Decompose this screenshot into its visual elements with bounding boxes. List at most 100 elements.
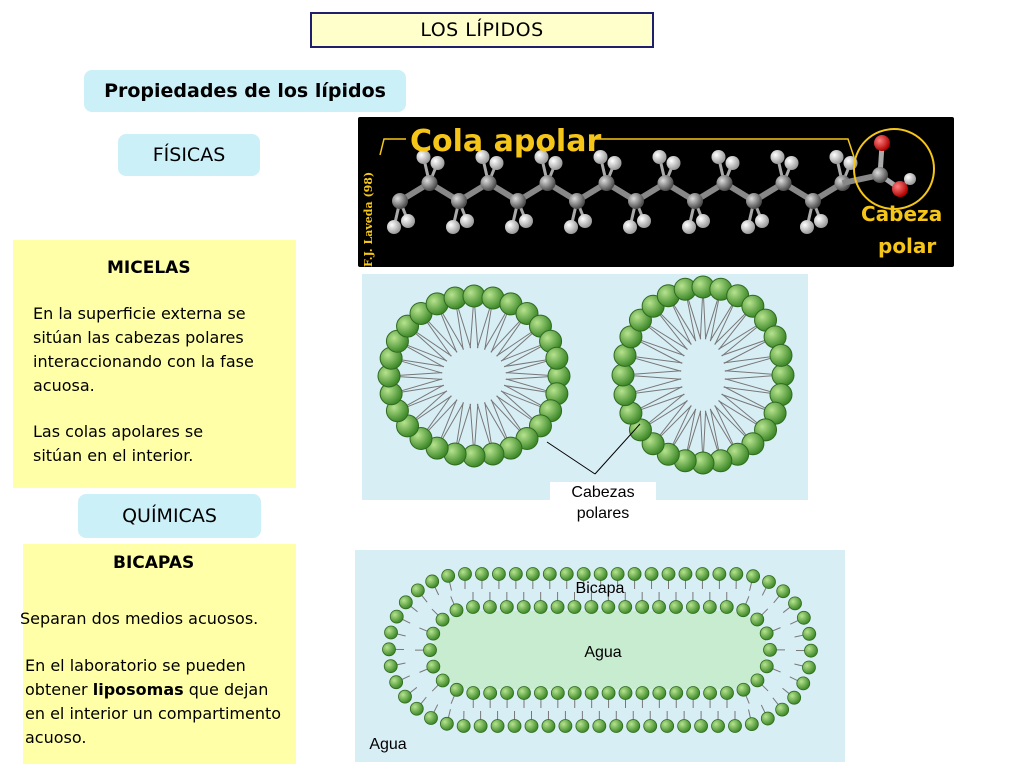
outer-polar-head — [383, 659, 398, 674]
hydrocarbon-chain — [387, 135, 916, 234]
oxygen-atom — [892, 181, 908, 197]
hydrogen-atom — [578, 214, 592, 228]
carbon-atom — [421, 175, 438, 191]
hydrogen-atom — [696, 214, 710, 228]
outer-polar-head — [678, 567, 693, 581]
outer-polar-head — [660, 719, 675, 733]
outer-polar-head — [609, 719, 624, 733]
fisicas-label-text: FÍSICAS — [152, 144, 226, 166]
carbon-atom — [451, 193, 467, 209]
quimicas-label: QUÍMICAS — [78, 494, 261, 538]
inner-polar-head — [750, 612, 765, 627]
bilayer-label: Bicapa — [575, 580, 625, 597]
tail-label: Cola apolar — [410, 124, 601, 159]
outer-polar-head — [456, 719, 471, 733]
micelle-figure — [362, 274, 808, 500]
hydrogen-atom — [534, 150, 549, 164]
hydrogen-atom — [607, 156, 622, 170]
hydrogen-atom — [814, 214, 828, 228]
bilayer-figure: Bicapa Agua Agua — [355, 550, 845, 762]
outer-polar-head — [458, 567, 472, 581]
hydrogen-atom — [784, 156, 799, 170]
hydrogen-atom — [623, 220, 637, 234]
bicapas-paragraph-2: En el laboratorio se pueden obtener lipo… — [25, 654, 283, 750]
outer-polar-head — [626, 719, 641, 733]
carbon-atom — [598, 175, 615, 191]
outer-polar-head — [382, 642, 396, 657]
slide-title-text: LOS LÍPIDOS — [420, 19, 544, 41]
outer-water-label: Agua — [369, 736, 407, 753]
inner-polar-head — [686, 686, 701, 700]
inner-polar-head — [652, 686, 667, 700]
hydrogen-atom — [387, 220, 401, 234]
outer-polar-head — [441, 568, 456, 583]
head-label-1: Cabeza — [861, 202, 942, 226]
hydrogen-atom — [682, 220, 696, 234]
inner-polar-head — [750, 673, 765, 688]
outer-polar-head — [524, 719, 539, 733]
inner-polar-head — [719, 600, 734, 614]
outer-polar-head — [762, 575, 776, 589]
inner-polar-head — [669, 600, 683, 614]
outer-polar-head — [760, 711, 775, 726]
inner-polar-head — [550, 686, 565, 700]
outer-polar-head — [389, 609, 404, 624]
micelas-paragraph-2: Las colas apolares se sitúan en el inter… — [33, 422, 204, 465]
inner-polar-head — [720, 686, 734, 700]
bicapas-heading: BICAPAS — [113, 553, 195, 573]
carbon-atom — [805, 193, 821, 209]
bilayer-group — [382, 567, 818, 733]
inner-polar-head — [483, 600, 497, 614]
hydrogen-atom — [505, 220, 519, 234]
hydrogen-atom — [904, 173, 916, 185]
hydrogen-atom — [755, 214, 769, 228]
micelle-label-2: polares — [576, 505, 630, 522]
outer-polar-head — [775, 702, 790, 717]
inner-polar-head — [669, 686, 684, 700]
inner-polar-head — [618, 600, 633, 614]
inner-polar-head — [534, 686, 548, 700]
bicapas-para2-start: En el laboratorio se pueden obtener — [25, 656, 246, 699]
hydrogen-atom — [401, 214, 415, 228]
outer-polar-head — [728, 719, 742, 733]
carbon-atom — [510, 193, 526, 209]
outer-polar-head — [802, 660, 816, 675]
hydrogen-atom — [430, 156, 445, 170]
oxygen-atom — [874, 135, 890, 151]
inner-polar-head — [703, 686, 717, 700]
hydrogen-atom — [489, 156, 504, 170]
head-label-2: polar — [878, 234, 936, 258]
outer-polar-head — [425, 574, 440, 589]
inner-water-region — [433, 611, 767, 689]
bicapas-paragraph-1: Separan dos medios acuosos. — [20, 609, 259, 628]
inner-polar-head — [499, 600, 514, 614]
carbon-atom — [775, 175, 792, 191]
inner-polar-head — [550, 600, 565, 614]
outer-polar-head — [473, 719, 488, 733]
carbon-atom — [392, 193, 408, 209]
bicapas-para2-end: que dejan en el interior un compartiment… — [25, 680, 282, 747]
outer-polar-head — [507, 719, 522, 733]
hydrogen-atom — [475, 150, 490, 164]
outer-polar-head — [643, 719, 658, 733]
hydrogen-atom — [593, 150, 608, 164]
outer-polar-head — [559, 567, 574, 581]
polar-head — [611, 363, 635, 387]
outer-polar-head — [398, 595, 413, 610]
outer-polar-head — [398, 689, 412, 704]
micelas-box: MICELAS En la superficie externa se sitú… — [13, 240, 296, 488]
inner-polar-head — [517, 686, 531, 700]
hydrogen-atom — [460, 214, 474, 228]
hydrogen-atom — [770, 150, 785, 164]
inner-polar-head — [601, 600, 616, 614]
outer-polar-head — [627, 567, 642, 581]
polar-head — [769, 343, 793, 367]
hydrogen-atom — [800, 220, 814, 234]
polar-head — [613, 383, 637, 407]
inner-polar-head — [736, 682, 751, 697]
hydrogen-atom — [652, 150, 667, 164]
outer-polar-head — [492, 567, 506, 581]
inner-polar-head — [533, 600, 548, 614]
inner-polar-head — [567, 686, 582, 700]
outer-polar-head — [424, 711, 438, 725]
